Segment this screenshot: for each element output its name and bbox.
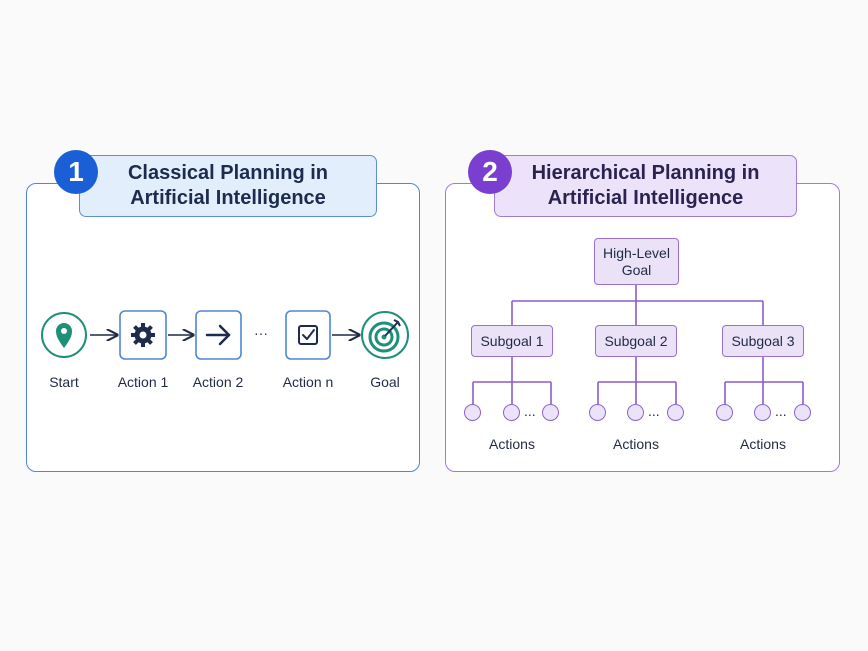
classical-planning-title: Classical Planning in Artificial Intelli…	[79, 155, 377, 217]
action-n-label: Action n	[282, 374, 334, 390]
action-circle	[503, 404, 520, 421]
checkbox-icon	[298, 325, 318, 345]
hierarchy-connectors	[472, 285, 804, 404]
action-2-label: Action 2	[192, 374, 244, 390]
step-number-badge-1: 1	[54, 150, 98, 194]
target-icon	[368, 319, 401, 353]
actions-ellipsis-3: ...	[775, 403, 787, 419]
classical-title-line2: Artificial Intelligence	[130, 187, 326, 209]
gear-icon	[131, 323, 155, 347]
action-2-node	[195, 310, 242, 360]
step-number-badge-2: 2	[468, 150, 512, 194]
subgoal-2-box: Subgoal 2	[595, 325, 677, 357]
high-level-goal-line1: High-Level	[603, 244, 670, 261]
action-circle	[716, 404, 733, 421]
arrow-right-icon	[205, 324, 231, 346]
start-node	[41, 312, 87, 358]
actions-label-3: Actions	[740, 436, 786, 452]
classical-title-line1: Classical Planning in	[127, 162, 329, 184]
hierarchical-title-line2: Artificial Intelligence	[547, 187, 744, 209]
hierarchical-title-line1: Hierarchical Planning in	[531, 162, 760, 184]
hierarchical-planning-title: Hierarchical Planning in Artificial Inte…	[494, 155, 797, 217]
subgoal-3-box: Subgoal 3	[722, 325, 804, 357]
action-1-node	[119, 310, 167, 360]
action-circle	[754, 404, 771, 421]
actions-label-2: Actions	[613, 436, 659, 452]
start-label: Start	[49, 374, 79, 390]
action-circle	[667, 404, 684, 421]
action-circle	[464, 404, 481, 421]
action-circle	[542, 404, 559, 421]
actions-label-1: Actions	[489, 436, 535, 452]
high-level-goal-line2: Goal	[621, 261, 652, 278]
goal-node	[361, 311, 409, 359]
actions-ellipsis-2: ...	[648, 403, 660, 419]
goal-label: Goal	[370, 374, 400, 390]
action-circle	[794, 404, 811, 421]
high-level-goal-box: High-Level Goal	[594, 238, 679, 285]
action-1-label: Action 1	[117, 374, 169, 390]
action-circle	[627, 404, 644, 421]
action-circle	[589, 404, 606, 421]
subgoal-1-box: Subgoal 1	[471, 325, 553, 357]
action-n-node	[285, 310, 331, 360]
flow-ellipsis: ···	[254, 325, 268, 341]
actions-ellipsis-1: ...	[524, 403, 536, 419]
location-pin-icon	[56, 323, 72, 348]
